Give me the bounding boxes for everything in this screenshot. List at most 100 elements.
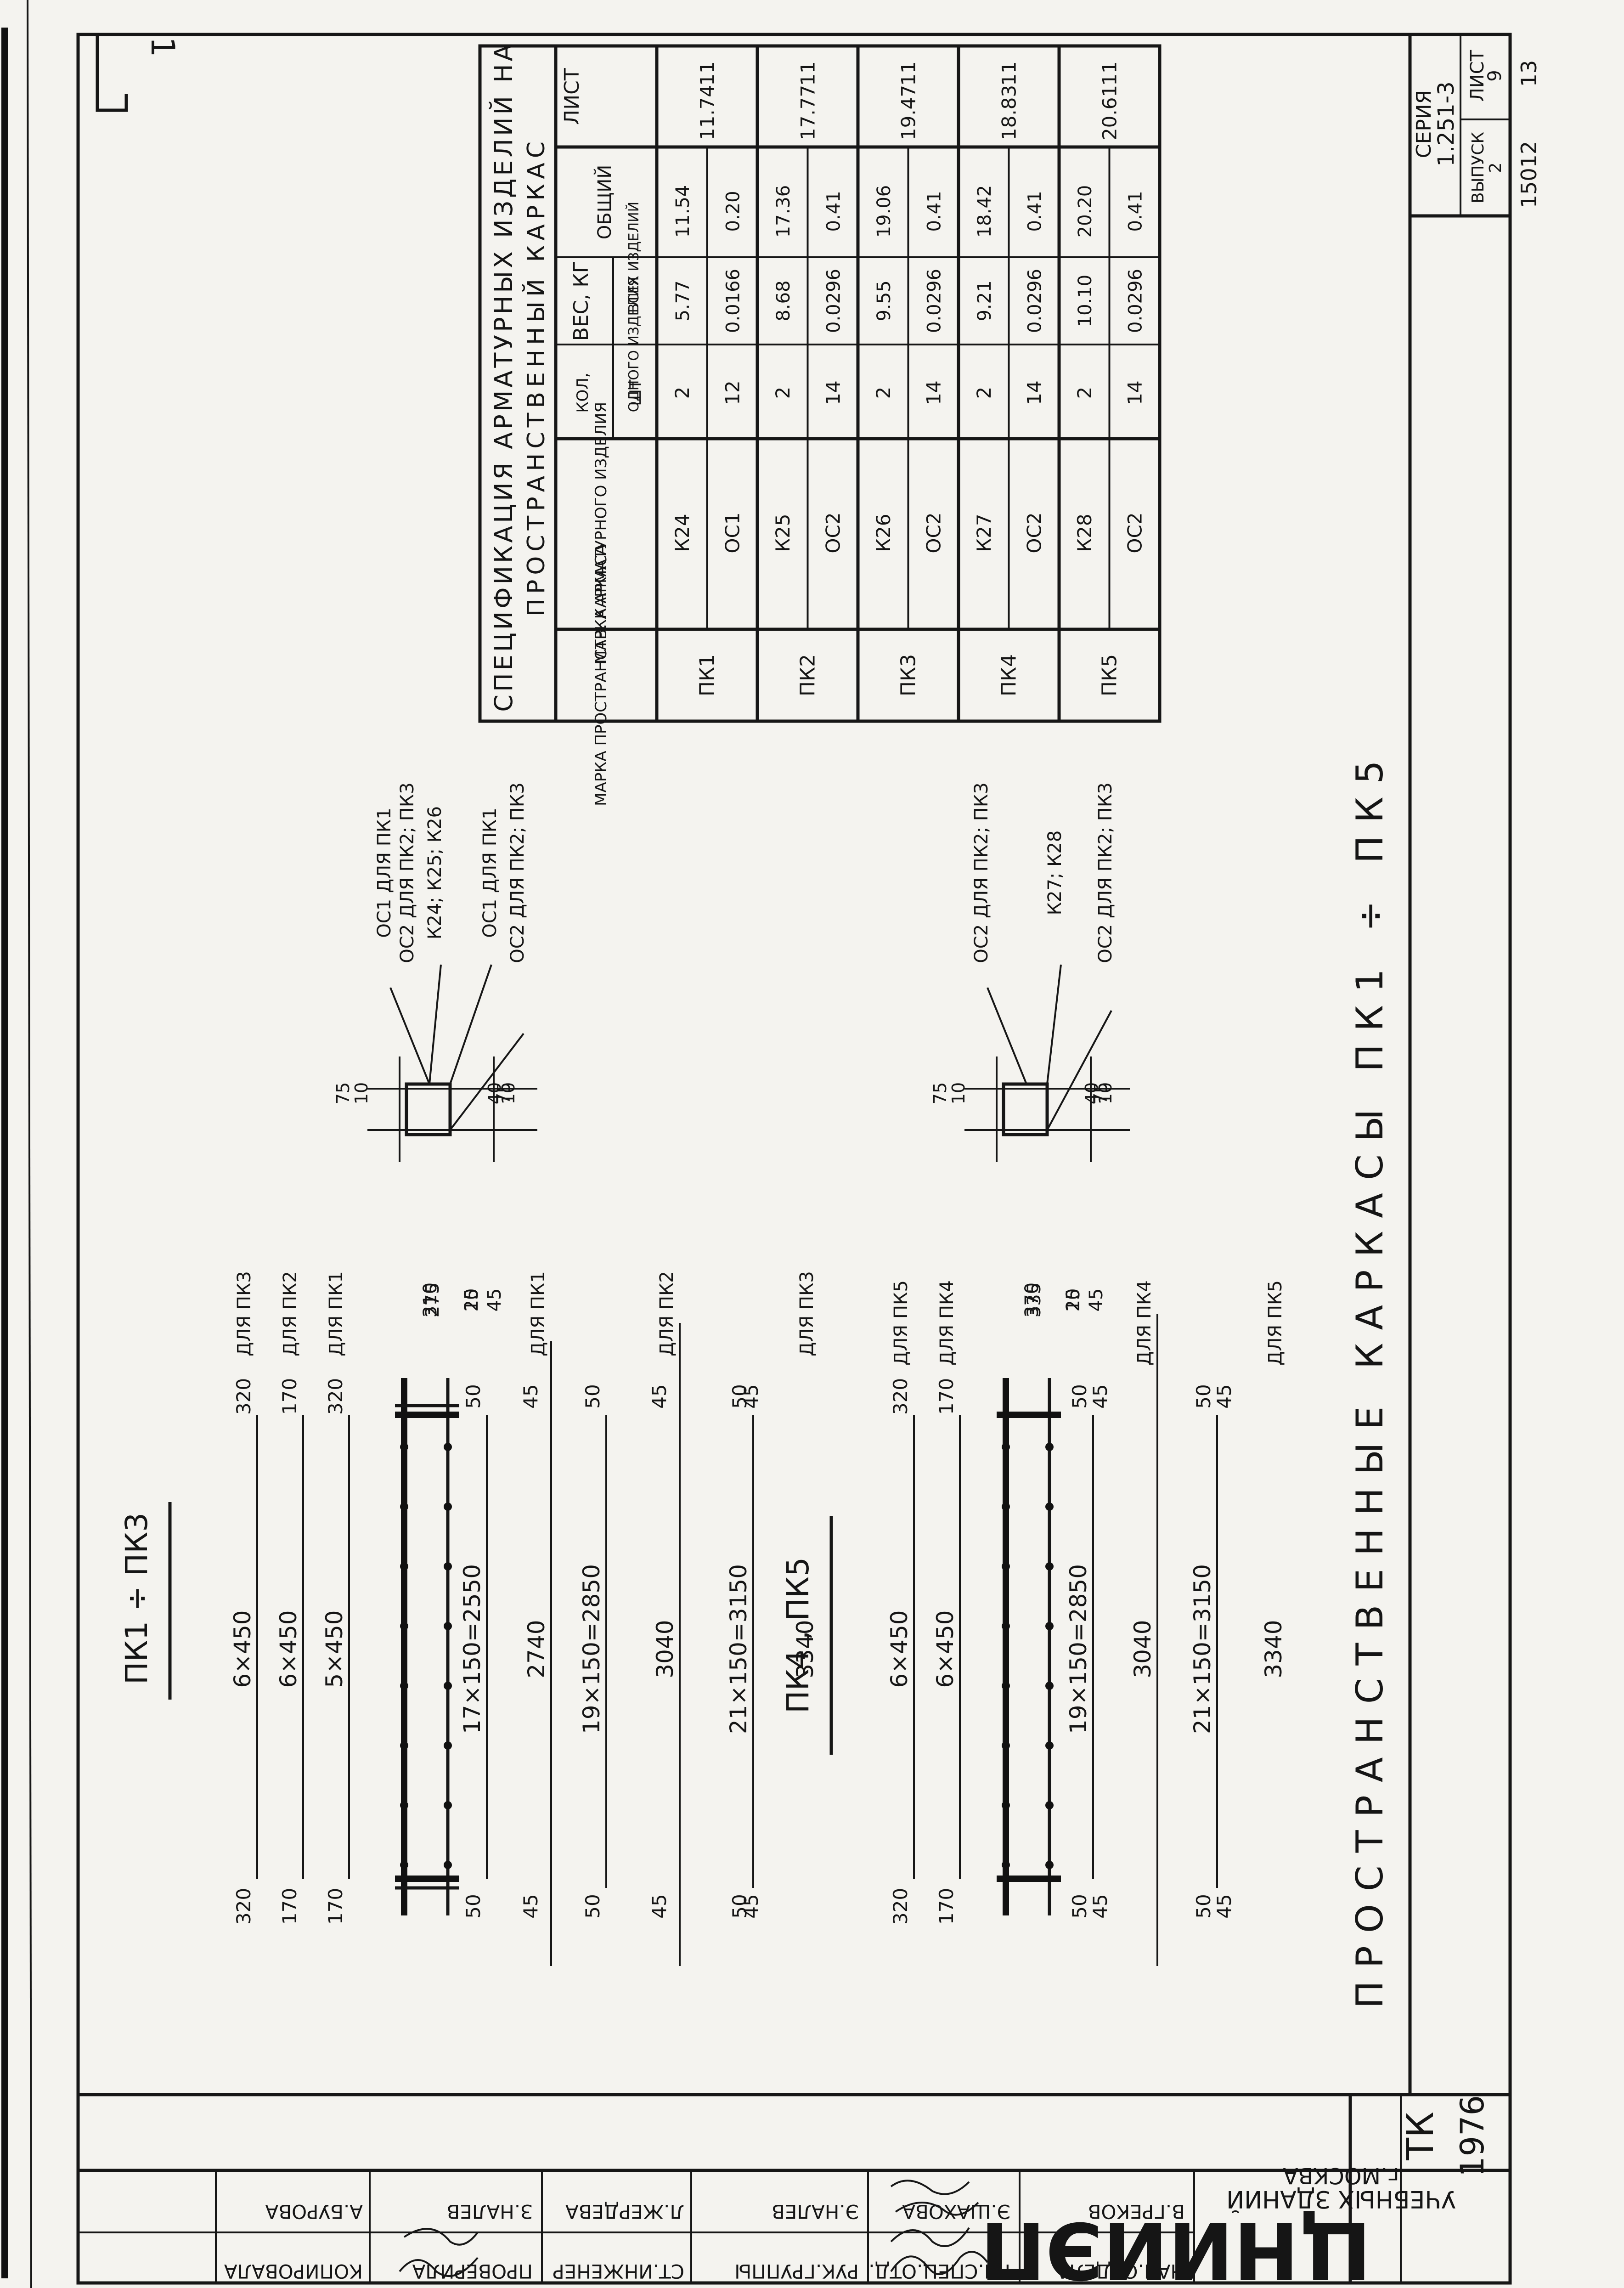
elevation1-span-dims: 3340	[792, 1620, 818, 1678]
issue-label: ВЫПУСК	[1469, 132, 1488, 203]
hdr-qty-unit: ШТ	[626, 379, 645, 406]
sig-role-1: НАЧ.ОТДЕЛА	[1056, 2260, 1185, 2282]
institute-abbr: ЦНИИЭП	[980, 2204, 1371, 2288]
elevation1-notes: ДЛЯ ПК2	[280, 1271, 301, 1356]
signature-scribble	[890, 2227, 970, 2247]
elevation2-span-dims: 6×450	[886, 1610, 913, 1688]
elevation1-span-dims: 3040	[652, 1620, 678, 1678]
elevation1-right-dims: 320	[324, 1378, 347, 1415]
elevation2-right-dims: 45	[1089, 1384, 1111, 1408]
hdr-item-mark: МАРКА АРМАТУРНОГО ИЗДЕЛИЯ	[592, 402, 610, 664]
rebar-dot	[400, 1443, 408, 1451]
section2-dims: 10	[1095, 1082, 1116, 1104]
spec-total-weight: 18.83	[998, 85, 1021, 140]
spec-item-weight-all: 0.41	[823, 191, 844, 232]
section-2	[964, 964, 1130, 1162]
signature-scribble	[895, 2202, 979, 2216]
sig-role-3: РУК.ГРУППЫ	[734, 2260, 859, 2282]
hdr-sheet: ЛИСТ	[560, 68, 584, 125]
section2-dims: 75	[1091, 1082, 1111, 1104]
section2-dims: 10	[948, 1082, 969, 1104]
spec-sheet-no: 11	[998, 61, 1021, 85]
elevation1-span-dims: 19×150=2850	[578, 1564, 605, 1734]
section2-dims: 75	[930, 1082, 950, 1104]
spec-title-1: СПЕЦИФИКАЦИЯ АРМАТУРНЫХ ИЗДЕЛИЙ НА	[489, 41, 518, 712]
elevation1-end-dims: 310	[420, 1282, 441, 1317]
rebar-dot	[1002, 1562, 1010, 1571]
elevation1-notes: ДЛЯ ПК2	[656, 1271, 677, 1356]
elevation1-notes: ДЛЯ ПК1	[326, 1271, 347, 1356]
spec-item-weight-one: 8.68	[773, 280, 794, 321]
spec-item-weight-one: 0.0296	[1125, 269, 1146, 333]
elevation2-left-dims: 50	[1192, 1894, 1215, 1918]
spec-item-weight-all: 18.42	[974, 185, 995, 238]
spec-item-qty: 2	[872, 387, 895, 399]
elevation1-right-dims: 50	[581, 1384, 604, 1408]
elevation1-left-dims: 320	[232, 1888, 255, 1925]
series-block: СЕРИЯ 1.251-3 ВЫПУСК 2 ЛИСТ 9 15012 13	[1408, 34, 1541, 2095]
elevation1-right-dims: 320	[232, 1378, 255, 1415]
rebar-dot	[444, 1443, 452, 1451]
spec-item-qty: 14	[822, 380, 844, 405]
rebar-dot	[1002, 1861, 1010, 1869]
elevation2-span-dims: 21×150=3150	[1189, 1564, 1216, 1734]
spec-item-weight-all: 17.36	[773, 185, 794, 238]
elevation1-end-dims: 15	[461, 1288, 482, 1312]
rebar-dot	[400, 1622, 408, 1630]
spec-sheet-no: 11	[897, 61, 920, 85]
series-label: СЕРИЯ	[1412, 90, 1436, 158]
rebar-dot	[1045, 1562, 1054, 1571]
spec-item-mark: К28	[1073, 514, 1096, 552]
section1-dims: 75	[494, 1082, 514, 1104]
issue-value: 2	[1486, 163, 1505, 173]
spec-item-qty: 2	[1073, 387, 1096, 399]
rebar-dot	[444, 1503, 452, 1511]
rebar-dot	[400, 1801, 408, 1809]
elevation2-right-dims: 320	[889, 1378, 912, 1415]
section1-dims: 75	[333, 1082, 353, 1104]
sheet-value: 9	[1484, 70, 1506, 81]
elevation1-notes: ДЛЯ ПК3	[796, 1271, 818, 1356]
spec-table: СПЕЦИФИКАЦИЯ АРМАТУРНЫХ ИЗДЕЛИЙ НА ПРОСТ…	[478, 41, 1162, 806]
spec-item-mark: ОС2	[1023, 512, 1045, 553]
elevation1-left-dims: 170	[278, 1888, 301, 1925]
spec-item-qty: 12	[721, 380, 744, 405]
title-block: НАЧ.ОТДЕЛА В.ГРЕКОВ ГЛ.СПЕЦ.ОТД. Э.ШАХОВ…	[78, 2093, 1510, 2288]
elevation2-right-dims: 50	[1192, 1384, 1215, 1408]
rebar-dot	[444, 1861, 452, 1869]
elevation-1: ПК1 ÷ ПК3	[119, 1323, 754, 1966]
spec-item-weight-one: 9.55	[874, 280, 895, 321]
rebar-dot	[1045, 1443, 1054, 1451]
elevation1-left-dims: 45	[648, 1894, 671, 1918]
section2-callouts: ОС2 ДЛЯ ПК2; ПК3	[1095, 782, 1116, 963]
elevation1-end-dims: 20	[461, 1288, 482, 1312]
section2-callouts: ОС2 ДЛЯ ПК2; ПК3	[971, 782, 992, 963]
spec-total-weight: 19.47	[897, 85, 920, 140]
spec-item-qty: 14	[1023, 380, 1045, 405]
elevation2-left-dims: 50	[1068, 1894, 1091, 1918]
tk-label: ТК	[1399, 2112, 1442, 2161]
elevation2-end-dims: 370	[1021, 1282, 1043, 1317]
section1-callouts: ОС1 ДЛЯ ПК1	[374, 808, 395, 938]
section1-callouts: ОС2 ДЛЯ ПК2; ПК3	[507, 782, 528, 963]
spec-item-mark: ОС2	[822, 512, 844, 553]
spec-item-mark: ОС1	[721, 512, 744, 553]
rebar-dot	[400, 1861, 408, 1869]
elevation2-left-dims: 170	[935, 1888, 958, 1925]
spec-item-mark: К26	[872, 514, 895, 552]
hdr-weight: ВЕС, КГ	[570, 261, 593, 341]
rebar-dot	[1045, 1503, 1054, 1511]
elevation2-end-dims: 15	[1063, 1288, 1084, 1312]
rebar-dot	[1002, 1741, 1010, 1750]
spec-item-qty: 2	[671, 387, 694, 399]
rebar-dot	[400, 1682, 408, 1690]
elevation2-notes: ДЛЯ ПК4	[1134, 1280, 1155, 1366]
section1-callouts: К24; К25; К26	[424, 806, 445, 939]
sig-role-4: СТ.ИНЖЕНЕР	[553, 2260, 684, 2282]
rebar-dot	[1045, 1622, 1054, 1630]
corner-bracket	[96, 34, 128, 112]
elevation1-span-dims: 6×450	[275, 1610, 302, 1688]
elevation1-span-dims: 5×450	[321, 1610, 348, 1688]
elevation1-right-dims: 45	[648, 1384, 671, 1408]
